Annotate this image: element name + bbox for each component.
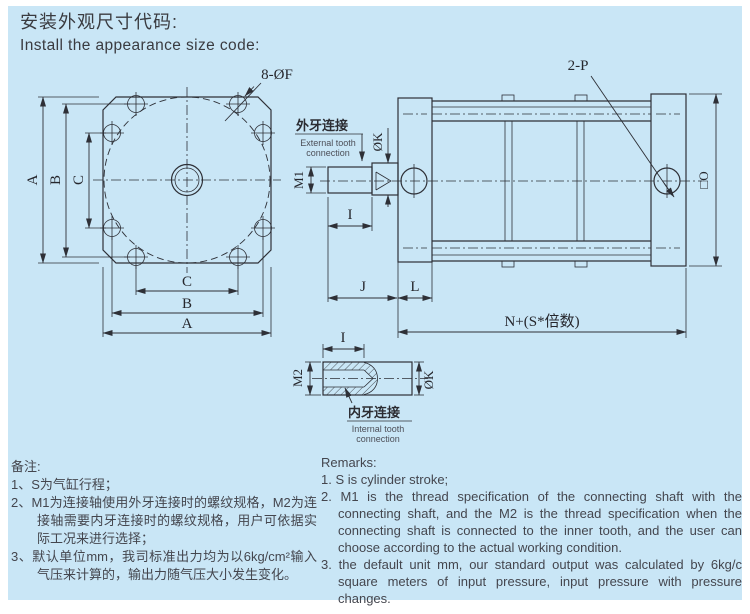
tie-rod-nut <box>501 260 515 268</box>
remarks-zh-item-3: 3、默认单位mm，我司标准出力均为以6kg/cm²输入气压来计算的，输出力随气压… <box>11 549 317 582</box>
remarks-en-header: Remarks: <box>321 455 377 470</box>
dim-b-horizontal: B <box>182 296 192 312</box>
remarks-zh-header: 备注: <box>11 459 41 474</box>
dim-m2: M2 <box>290 369 305 387</box>
dim-b-vertical: B <box>48 175 64 185</box>
remarks-zh-item-1: 1、S为气缸行程； <box>11 477 118 492</box>
dim-i-internal: I <box>341 330 346 346</box>
dim-a-horizontal: A <box>182 316 193 332</box>
internal-connection-label-zh: 内牙连接 <box>348 405 400 420</box>
external-connection-label-en1: External tooth <box>300 138 356 148</box>
dim-j: J <box>360 279 366 295</box>
internal-connection-label-en1: Internal tooth <box>352 424 405 434</box>
front-cover-plate <box>397 97 433 263</box>
bolt-count-label: 8-ØF <box>261 67 293 83</box>
tie-rod-nut <box>574 94 588 102</box>
remarks-en-item-3: 3. the default unit mm, our standard out… <box>321 557 742 606</box>
dim-o-square: □O <box>696 171 711 188</box>
remarks-en-item-1: 1. S is cylinder stroke; <box>321 472 449 487</box>
dim-n-stroke: N+(S*倍数) <box>504 313 579 330</box>
technical-drawing: 8-ØF A B C C B A <box>25 58 722 444</box>
dim-a-vertical: A <box>25 174 41 185</box>
dim-c-vertical: C <box>71 175 87 185</box>
page-title-en: Install the appearance size code: <box>20 37 260 54</box>
external-connection-label-en2: connection <box>306 148 350 158</box>
dim-k-external: ØK <box>370 132 385 151</box>
side-view: 2-P □O J L N+(S*倍数) <box>320 58 722 338</box>
remarks-zh-item-2: 2、M1为连接轴使用外牙连接时的螺纹规格，M2为连接轴需要内牙连接时的螺纹规格，… <box>11 495 317 546</box>
center-bore-inner <box>174 167 200 193</box>
internal-tooth-connection: M2 I ØK 内牙连接 Internal tooth connection <box>290 330 436 444</box>
blue-panel <box>8 6 742 600</box>
rear-cover-plate <box>650 93 687 267</box>
dim-m1: M1 <box>291 171 306 189</box>
page-title-zh: 安装外观尺寸代码: <box>20 12 179 32</box>
dim-k-internal: ØK <box>421 370 436 389</box>
tie-rod-nut <box>574 260 588 268</box>
page-title: 安装外观尺寸代码: Install the appearance size co… <box>20 8 260 55</box>
dim-l: L <box>410 279 419 295</box>
center-bore-outer <box>170 163 204 197</box>
internal-connection-label-en2: connection <box>356 434 400 444</box>
dim-i-external: I <box>348 207 353 223</box>
bolt-holes <box>99 91 276 270</box>
external-tooth-connection: M1 I ØK 外牙连接 External tooth connection <box>291 118 399 302</box>
flange-outline <box>102 96 272 264</box>
remarks-en-item-2: 2. M1 is the thread specification of the… <box>321 489 742 555</box>
external-thread-stud <box>327 166 373 194</box>
tie-rod-nut <box>501 94 515 102</box>
external-connection-label-zh: 外牙连接 <box>295 118 348 133</box>
remarks-zh: 备注: 1、S为气缸行程； 2、M1为连接轴使用外牙连接时的螺纹规格，M2为连接… <box>11 458 317 584</box>
front-view: 8-ØF A B C C B A <box>25 67 293 337</box>
port-label: 2-P <box>568 58 589 74</box>
remarks-en: Remarks: 1. S is cylinder stroke; 2. M1 … <box>321 454 742 607</box>
dim-c-horizontal: C <box>182 274 192 290</box>
